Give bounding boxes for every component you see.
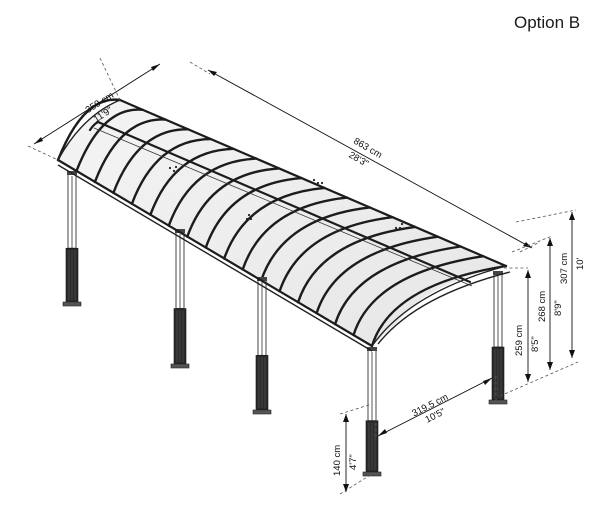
height-mid-cm-label: 268 cm	[537, 291, 548, 322]
support-post	[362, 347, 382, 477]
roof-rafter	[75, 108, 144, 173]
roof-rafter	[296, 225, 417, 304]
height-low-ft-label: 8'5"	[530, 336, 541, 352]
roof-rafter	[223, 186, 326, 260]
option-label: Option B	[514, 13, 581, 32]
front-eave-lower	[57, 164, 373, 352]
roof-rafter	[241, 196, 349, 271]
base-height-dimension: 140 cm 4'7"	[332, 403, 373, 495]
ridge-beam	[88, 120, 472, 284]
support-post	[170, 229, 190, 369]
roof-rafter	[56, 98, 122, 162]
roof-rafter	[370, 264, 508, 348]
rear-end-arch	[57, 99, 121, 161]
height-top-cm-label: 307 cm	[559, 253, 570, 284]
roof-rafter	[333, 245, 462, 326]
height-low-cm-label: 259 cm	[514, 325, 525, 356]
base-height-ft-label: 4'7"	[348, 454, 359, 470]
ridge-beam-lower	[93, 127, 473, 287]
roof-rafter	[204, 176, 303, 249]
base-height-cm-label: 140 cm	[332, 445, 343, 476]
front-end-arch	[371, 265, 507, 347]
panel-clips	[168, 165, 404, 230]
roof-rafter	[278, 216, 394, 293]
roof-rafters	[56, 98, 508, 348]
support-post	[252, 277, 272, 415]
front-eave-beam	[56, 158, 374, 348]
roof-rafter	[315, 235, 440, 315]
roof-rafter	[149, 147, 235, 216]
roof-rafter	[167, 157, 258, 227]
post-spacing-dimension: 319.5 cm 10'5"	[375, 376, 497, 440]
roof-rafter	[130, 137, 212, 205]
roof-rafter	[352, 255, 485, 337]
roof-rafter	[186, 167, 281, 238]
height-dimensions: 259 cm 8'5" 268 cm 8'9" 307 cm 10'	[499, 209, 586, 397]
roof-surface	[58, 100, 506, 346]
roof-rafter	[260, 206, 371, 282]
height-top-ft-label: 10'	[575, 257, 586, 270]
back-eave-beam	[118, 98, 508, 268]
support-post	[62, 171, 82, 307]
height-mid-ft-label: 8'9"	[553, 300, 564, 316]
front-end-arch-inner	[377, 271, 511, 345]
support-post	[488, 271, 508, 405]
roof-rafter	[112, 128, 190, 194]
